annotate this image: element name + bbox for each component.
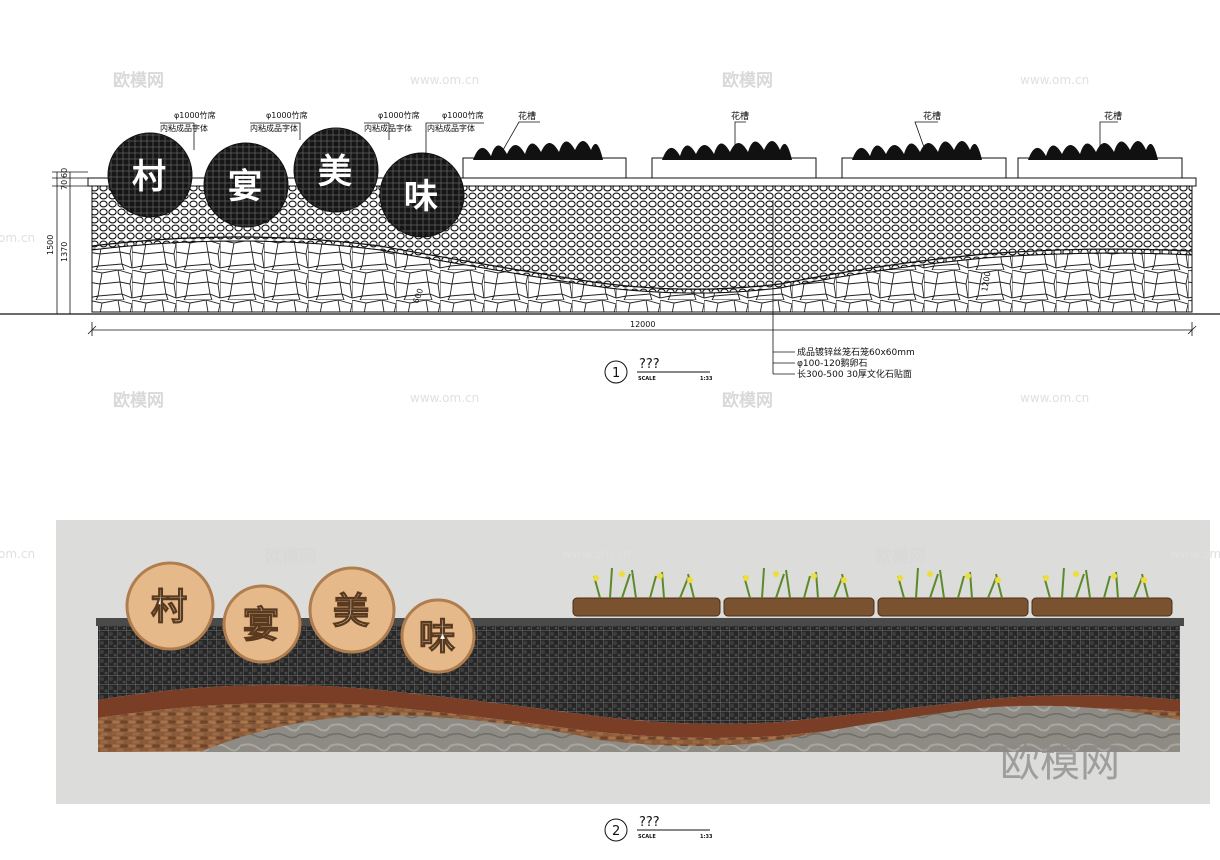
dim-total-length: 12000 — [630, 320, 655, 329]
render-planter — [572, 597, 721, 617]
render-wave-band — [98, 684, 1180, 738]
watermark-brand: 欧模网 — [875, 546, 926, 567]
sign-note-line1: φ1000竹席 — [442, 110, 484, 120]
watermark-brand: 欧模网 — [722, 70, 773, 91]
watermark-url: www.om.cn — [410, 73, 479, 87]
planter-box — [841, 157, 1007, 179]
shrub — [662, 141, 792, 160]
sign-note-line1: φ1000竹席 — [378, 110, 420, 120]
title-name: ??? — [639, 815, 660, 830]
render-planter — [1031, 597, 1173, 617]
planters-elevation: 花槽 花槽 花槽 花槽 — [462, 110, 1183, 179]
sign-note-line2: 内粘成品字体 — [250, 123, 298, 133]
planter-box — [651, 157, 817, 179]
render-planter — [723, 597, 875, 617]
title-name: ??? — [639, 357, 660, 372]
sign-disc — [203, 142, 289, 228]
watermark-url: om.cn — [0, 231, 35, 245]
planter-box — [462, 157, 627, 179]
material-note: 长300-500 30厚文化石贴面 — [797, 368, 912, 380]
planter-label: 花槽 — [1104, 110, 1122, 122]
dim-cap: 60 — [60, 168, 69, 178]
render-rock-base — [200, 705, 1180, 752]
watermark-brand-large: 欧模网 — [1000, 740, 1120, 786]
elevation-drawing: 花槽 花槽 花槽 花槽 村 宴 美 味 φ1000竹席 内粘成品字体 — [0, 110, 1220, 384]
sign-notes: φ1000竹席 内粘成品字体 φ1000竹席 内粘成品字体 φ1000竹席 内粘… — [160, 110, 484, 155]
shrub — [473, 141, 603, 160]
shrub — [852, 141, 982, 160]
watermark-brand: 欧模网 — [113, 390, 164, 411]
render-view: 欧模网 www.om.cn 欧模网 www.om.cn om.cn — [0, 520, 1220, 842]
wood-disc — [125, 561, 215, 651]
sign-note-line2: 内粘成品字体 — [427, 123, 475, 133]
wave-band — [91, 236, 1193, 290]
material-leader — [772, 200, 795, 375]
render-sign-char: 美 — [333, 590, 369, 632]
sign-note-line2: 内粘成品字体 — [160, 123, 208, 133]
render-gabion — [98, 626, 1180, 724]
title-number: 1 — [612, 366, 620, 381]
watermark-url: www.om.cn — [410, 391, 479, 405]
horizontal-dimension — [87, 322, 1197, 336]
planter-label: 花槽 — [923, 110, 941, 122]
sign-discs-elevation: 村 宴 美 味 — [107, 127, 465, 238]
watermark-url: www.om.cn — [1020, 391, 1089, 405]
sign-disc — [379, 152, 465, 238]
dim-cap: 70 — [60, 180, 69, 190]
sign-char: 村 — [132, 157, 166, 197]
dim-diag: 1200 — [980, 271, 992, 293]
render-sign-char: 味 — [419, 616, 455, 658]
wood-disc — [308, 566, 396, 654]
planter-box — [1017, 157, 1183, 179]
sign-char: 味 — [404, 177, 438, 217]
sign-disc — [293, 127, 379, 213]
stone-veneer-base — [91, 240, 1193, 313]
wood-disc — [222, 584, 302, 664]
title-number: 2 — [612, 824, 620, 839]
sign-note-line1: φ1000竹席 — [174, 110, 216, 120]
watermark-url: www.om.cn — [1020, 73, 1089, 87]
render-planter — [877, 597, 1029, 617]
watermark-brand: 欧模网 — [722, 390, 773, 411]
render-planters — [572, 567, 1173, 617]
scale-label: SCALE — [638, 834, 656, 840]
sign-char: 宴 — [228, 167, 262, 207]
dim-total-height: 1500 — [46, 235, 55, 255]
scale-value: 1:33 — [700, 376, 713, 382]
render-sign-char: 宴 — [243, 604, 279, 646]
dim-wall-height: 1370 — [60, 242, 69, 262]
watermark-brand: 欧模网 — [265, 546, 316, 567]
sign-note-line1: φ1000竹席 — [266, 110, 308, 120]
shrub — [1028, 141, 1158, 160]
render-brick — [98, 702, 1180, 748]
render-sign-discs: 村 宴 美 味 — [125, 561, 476, 674]
watermark-brand: 欧模网 — [113, 70, 164, 91]
watermark-url: www.om.cn — [562, 547, 631, 561]
sign-note-line2: 内粘成品字体 — [364, 123, 412, 133]
wood-disc — [400, 598, 476, 674]
vertical-dimensions — [52, 171, 88, 315]
sign-char: 美 — [318, 152, 352, 192]
planter-label: 花槽 — [731, 110, 749, 122]
render-wall-cap — [96, 618, 1184, 626]
watermark-url: om.cn — [0, 547, 35, 561]
watermark-url: www.om.cn — [1170, 547, 1220, 561]
drawing-title-1: 1 ??? SCALE 1:33 — [604, 357, 713, 384]
sign-disc — [107, 132, 193, 218]
render-sign-char: 村 — [151, 586, 187, 628]
watermarks-top: 欧模网 www.om.cn 欧模网 www.om.cn 欧模网 www.om.c… — [0, 70, 1089, 411]
planter-label: 花槽 — [518, 110, 536, 122]
scale-value: 1:33 — [700, 834, 713, 840]
material-note: φ100-120鹅卵石 — [797, 357, 868, 369]
drawing-title-2: 2 ??? SCALE 1:33 — [604, 815, 713, 842]
scale-label: SCALE — [638, 376, 656, 382]
material-note: 成品镀锌丝笼石笼60x60mm — [797, 346, 915, 358]
